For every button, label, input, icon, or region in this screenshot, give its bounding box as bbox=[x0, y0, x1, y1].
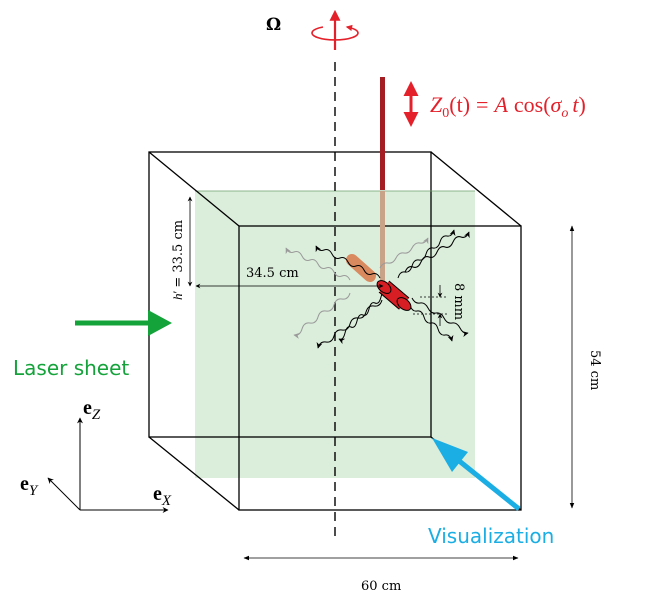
coordinate-axes bbox=[47, 417, 169, 513]
eq-t: t bbox=[572, 92, 579, 117]
offset-label: 34.5 cm bbox=[246, 266, 299, 281]
eq-z: Z bbox=[430, 92, 443, 117]
axis-x-vec: e bbox=[153, 483, 162, 505]
laser-label: Laser sheet bbox=[13, 356, 129, 380]
eq-cos: cos( bbox=[514, 92, 551, 117]
rod-submerged bbox=[380, 191, 385, 286]
axis-z-vec: e bbox=[83, 397, 92, 419]
axis-y-vec: e bbox=[20, 473, 29, 495]
axis-z-sub: Z bbox=[92, 407, 101, 423]
eq-equals: = bbox=[476, 92, 488, 117]
axis-x-label: eX bbox=[153, 483, 172, 509]
visualization-label: Visualization bbox=[428, 524, 554, 548]
gap-dimension bbox=[413, 285, 448, 326]
height-label: 54 cm bbox=[587, 350, 602, 390]
rotation-circle bbox=[311, 24, 359, 41]
axis-x-sub: X bbox=[161, 493, 172, 509]
axis-y-label: eY bbox=[20, 473, 39, 499]
axis-y-sub: Y bbox=[29, 483, 39, 499]
h-prime-value: = 33.5 cm bbox=[171, 220, 186, 288]
rotation-label: Ω bbox=[266, 15, 281, 35]
rotation-indicator bbox=[311, 9, 359, 50]
eq-sigma: σ bbox=[551, 92, 563, 117]
h-prime-symbol: h bbox=[170, 294, 185, 301]
axis-z-label: eZ bbox=[83, 397, 101, 423]
eq-close: ) bbox=[579, 92, 586, 117]
eq-amp: A bbox=[492, 92, 508, 117]
eq-z-sub: 0 bbox=[442, 106, 449, 121]
width-label: 60 cm bbox=[361, 579, 401, 594]
forcing-rod bbox=[380, 77, 385, 286]
eq-sigma-sub: o bbox=[561, 106, 568, 121]
h-prime-label: h′ = 33.5 cm bbox=[170, 220, 186, 300]
laser-arrow bbox=[75, 310, 172, 336]
visualization-arrow bbox=[432, 438, 521, 511]
gap-label: 8 mm bbox=[451, 283, 466, 320]
internal-waves-back bbox=[285, 237, 429, 339]
rod-dry bbox=[380, 77, 385, 190]
tank-back-edges bbox=[148, 151, 432, 438]
h-prime-mark: ′ bbox=[170, 291, 185, 294]
eq-z-arg: (t) bbox=[449, 92, 470, 117]
